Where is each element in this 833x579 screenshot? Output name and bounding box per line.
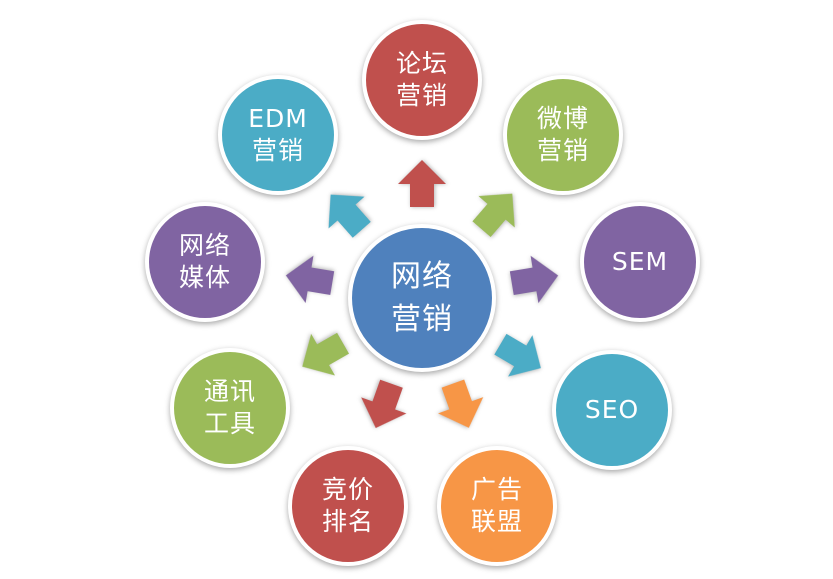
node-label-line1: 微博 bbox=[536, 103, 589, 133]
node-ad-alliance: 广告联盟 bbox=[437, 446, 557, 566]
arrow-to-forum bbox=[398, 160, 446, 207]
node-label-line1: 通讯 bbox=[203, 376, 256, 406]
node-label-line2: 营销 bbox=[251, 136, 304, 165]
center-node-network-marketing: 网络营销 bbox=[348, 224, 496, 372]
node-label-line2: 工具 bbox=[203, 409, 256, 438]
node-label-line2: 排名 bbox=[321, 507, 374, 536]
arrow-to-weibo bbox=[472, 193, 515, 238]
center-label-line1: 网络 bbox=[391, 258, 453, 294]
node-label-line2: 联盟 bbox=[470, 507, 523, 536]
center-label-line2: 营销 bbox=[391, 302, 453, 337]
arrow-to-bidding bbox=[361, 379, 407, 429]
arrow-to-seo bbox=[494, 333, 541, 377]
node-label-line2: 营销 bbox=[536, 136, 589, 165]
node-label-line1: 论坛 bbox=[395, 48, 448, 78]
node-label-line1: 广告 bbox=[470, 474, 523, 504]
node-label-line2: 媒体 bbox=[178, 263, 231, 292]
node-seo: SEO bbox=[552, 350, 672, 470]
arrow-to-sem bbox=[509, 255, 559, 304]
arrow-to-edm bbox=[328, 194, 371, 238]
node-label-line1: SEO bbox=[584, 394, 640, 424]
node-label-line1: EDM bbox=[248, 103, 308, 133]
node-edm: EDM 营销 bbox=[218, 75, 338, 195]
node-messaging: 通讯工具 bbox=[170, 348, 290, 468]
arrow-to-media bbox=[285, 255, 335, 304]
node-sem: SEM bbox=[580, 202, 700, 322]
node-weibo: 微博营销 bbox=[503, 75, 623, 195]
node-media: 网络媒体 bbox=[145, 202, 265, 322]
node-bidding: 竞价排名 bbox=[288, 446, 408, 566]
node-label-line2: 营销 bbox=[395, 81, 448, 110]
arrow-to-messaging bbox=[302, 332, 350, 376]
node-forum: 论坛营销 bbox=[362, 20, 482, 140]
node-label-line1: 竞价 bbox=[321, 474, 374, 504]
arrow-to-ad-alliance bbox=[438, 379, 484, 428]
node-label-line1: SEM bbox=[611, 246, 669, 276]
node-label-line1: 网络 bbox=[178, 230, 231, 260]
